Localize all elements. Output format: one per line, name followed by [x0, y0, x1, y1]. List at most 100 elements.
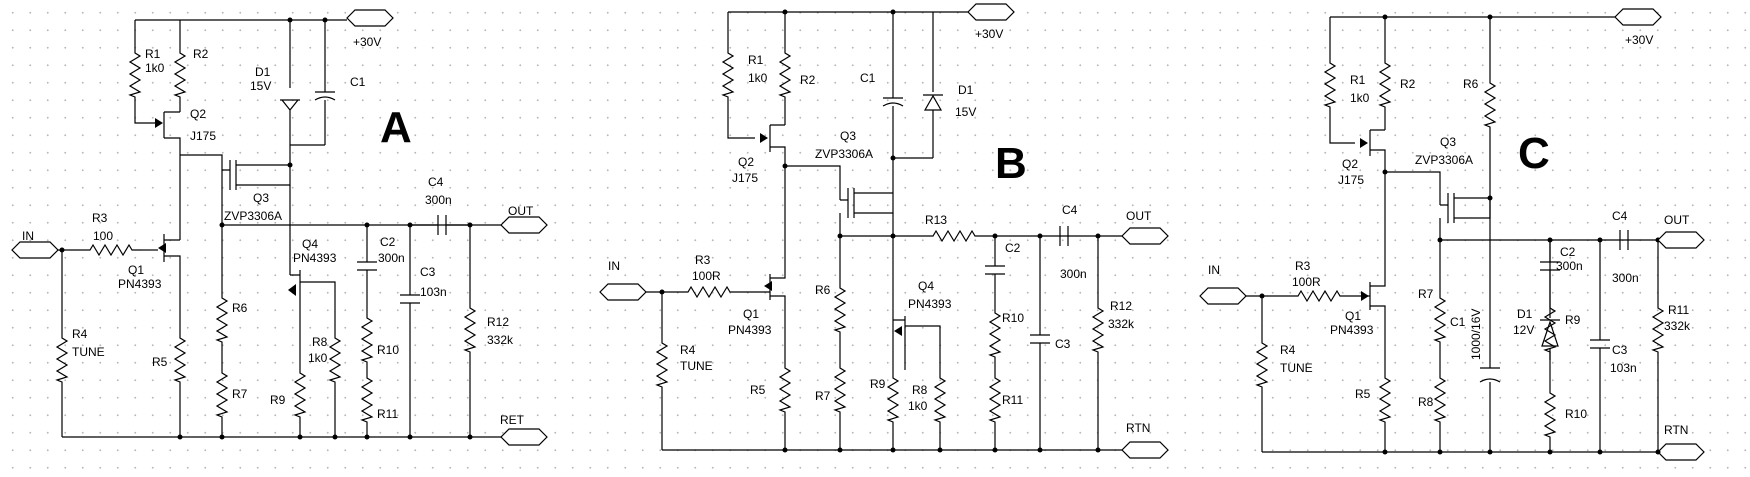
panel-b-q4-label: Q4	[918, 279, 934, 293]
panel-c-c4-label: C4	[1612, 209, 1628, 223]
panel-a-r4-label: R4	[72, 327, 88, 341]
panel-b-c4-value: 300n	[1060, 267, 1087, 281]
panel-c: C +30V IN OUT RTN R1 1k0 R2 R6 Q2 J175 Q…	[1199, 8, 1705, 461]
panel-b-q4-value: PN4393	[908, 297, 952, 311]
panel-b-vplus-label: +30V	[975, 27, 1003, 41]
panel-a-r12-label: R12	[487, 315, 509, 329]
panel-b-c4-label: C4	[1062, 203, 1078, 217]
panel-c-q3-value: ZVP3306A	[1415, 153, 1473, 167]
panel-c-r9-label: R9	[1565, 313, 1581, 327]
panel-b-r12-label: R12	[1110, 299, 1132, 313]
panel-b-r5-label: R5	[750, 383, 766, 397]
panel-b-d1-label: D1	[958, 83, 974, 97]
panel-b-q3-label: Q3	[840, 129, 856, 143]
panel-a-r1-value: 1k0	[145, 61, 165, 75]
panel-c-r3-label: R3	[1295, 259, 1311, 273]
panel-a-q2-label: Q2	[190, 107, 206, 121]
panel-a-out-label: OUT	[508, 204, 534, 218]
panel-b-r7-label: R7	[815, 389, 831, 403]
panel-a-r8-label: R8	[312, 335, 328, 349]
panel-b-r1-value: 1k0	[748, 71, 768, 85]
panel-a-c4-value: 300n	[425, 193, 452, 207]
panel-b-in-label: IN	[608, 259, 620, 273]
panel-c-in-label: IN	[1208, 263, 1220, 277]
panel-a-in-label: IN	[22, 229, 34, 243]
panel-c-r1-value: 1k0	[1350, 91, 1370, 105]
panel-b-c3-label: C3	[1055, 337, 1071, 351]
panel-b-r6-label: R6	[815, 283, 831, 297]
panel-b-r4-value: TUNE	[680, 359, 713, 373]
panel-c-r10-label: R10	[1565, 407, 1587, 421]
panel-a-r8-value: 1k0	[308, 351, 328, 365]
panel-c-r6-label: R6	[1463, 77, 1479, 91]
panel-a-q1-label: Q1	[128, 263, 144, 277]
panel-a-c3-value: 103n	[420, 285, 447, 299]
panel-b: B +30V IN OUT RTN R1 1k0 R2 Q2 J175 C1 D…	[599, 3, 1169, 459]
panel-a-q1-value: PN4393	[118, 277, 162, 291]
panel-c-r2-label: R2	[1400, 77, 1416, 91]
panel-a-r3-value: 100	[93, 229, 113, 243]
panel-c-c3-value: 103n	[1610, 361, 1637, 375]
panel-c-r11-label: R11	[1668, 303, 1689, 317]
panel-b-q2-label: Q2	[738, 155, 754, 169]
panel-c-q1-value: PN4393	[1330, 323, 1374, 337]
panel-a-r10-label: R10	[377, 343, 399, 357]
panel-a-r3-label: R3	[92, 211, 108, 225]
panel-a-r6-label: R6	[232, 301, 248, 315]
panel-a-r1-label: R1	[145, 47, 161, 61]
panel-c-c2-value: 300n	[1556, 259, 1583, 273]
panel-c-r5-label: R5	[1355, 387, 1371, 401]
panel-b-r9-label: R9	[870, 377, 886, 391]
panel-a-r9-label: R9	[270, 393, 286, 407]
panel-b-r8-value: 1k0	[908, 399, 928, 413]
panel-a-c4-label: C4	[428, 175, 444, 189]
panel-b-r13-label: R13	[925, 213, 947, 227]
panel-b-r4-label: R4	[680, 343, 696, 357]
panel-a-c3-label: C3	[420, 265, 436, 279]
panel-b-out-label: OUT	[1126, 209, 1152, 223]
panel-b-r11-label: R11	[1002, 393, 1023, 407]
panel-a-title: A	[380, 103, 412, 152]
panel-a-d1-value: 15V	[250, 79, 271, 93]
panel-b-r3-label: R3	[695, 253, 711, 267]
panel-a-r4-value: TUNE	[72, 345, 105, 359]
panel-b-c2-label: C2	[1005, 241, 1021, 255]
panel-a-q2-value: J175	[190, 129, 216, 143]
panel-a-q3-label: Q3	[253, 191, 269, 205]
panel-a-c2-value: 300n	[378, 251, 405, 265]
panel-c-c3-label: C3	[1612, 343, 1628, 357]
panel-b-title: B	[995, 139, 1027, 188]
panel-c-r4-value: TUNE	[1280, 361, 1313, 375]
panel-a-q4-value: PN4393	[293, 251, 337, 265]
panel-c-q1-label: Q1	[1345, 309, 1361, 323]
panel-c-q3-label: Q3	[1440, 135, 1456, 149]
panel-c-vplus-label: +30V	[1625, 33, 1653, 47]
panel-b-q1-label: Q1	[743, 307, 759, 321]
panel-c-q2-label: Q2	[1342, 157, 1358, 171]
panel-c-r1-label: R1	[1350, 73, 1366, 87]
panel-a-c1-label: C1	[350, 75, 366, 89]
panel-c-rtn-label: RTN	[1664, 423, 1688, 437]
panel-a-r5-label: R5	[152, 355, 168, 369]
panel-c-r7-label: R7	[1418, 287, 1434, 301]
panel-a-vplus-label: +30V	[353, 35, 381, 49]
panel-b-r1-label: R1	[748, 53, 764, 67]
panel-c-r4-label: R4	[1280, 343, 1296, 357]
panel-c-r8-label: R8	[1418, 395, 1434, 409]
panel-b-rtn-label: RTN	[1126, 421, 1150, 435]
panel-c-d1-value: 12V	[1513, 323, 1534, 337]
panel-c-c4-value: 300n	[1612, 271, 1639, 285]
panel-b-q1-value: PN4393	[728, 323, 772, 337]
panel-a-r12-value: 332k	[487, 333, 514, 347]
panel-a-r2-label: R2	[193, 47, 209, 61]
panel-c-title: C	[1518, 129, 1550, 178]
panel-b-r10-label: R10	[1002, 311, 1024, 325]
panel-a-r11-label: R11	[377, 407, 398, 421]
panel-c-r3-value: 100R	[1292, 275, 1321, 289]
panel-a-c2-label: C2	[380, 235, 396, 249]
panel-b-r12-value: 332k	[1108, 317, 1135, 331]
panel-c-r11-value: 332k	[1664, 319, 1691, 333]
panel-a-d1-label: D1	[255, 65, 271, 79]
